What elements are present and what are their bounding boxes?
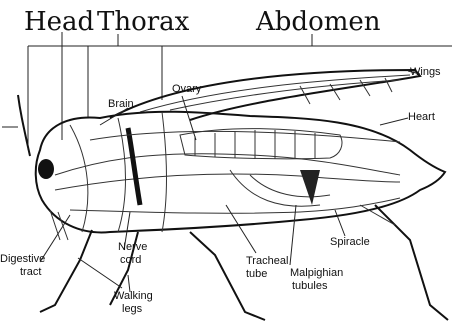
head-heading: Head <box>24 7 94 37</box>
tracheal-label-line2: tube <box>246 268 267 280</box>
heart-vessel <box>90 131 400 142</box>
digestive-tract-shape <box>55 154 400 175</box>
ovary-shape <box>180 129 342 159</box>
abdomen-heading: Abdomen <box>255 7 381 37</box>
nerve-label-line1: Nerve <box>118 241 147 253</box>
walking-label-line1: Walking <box>114 290 153 302</box>
digestive-label-line2: tract <box>20 266 41 278</box>
nerve-cord-shape <box>70 198 400 213</box>
wings-label: Wings <box>410 66 441 78</box>
internal-organs <box>55 128 400 213</box>
tracheal-label-line1: Tracheal <box>246 255 288 267</box>
ovary-label: Ovary <box>172 83 202 95</box>
gut-tube <box>128 128 140 205</box>
thorax-heading: Thorax <box>97 7 190 37</box>
nerve-label-line2: cord <box>120 254 141 266</box>
brain-label: Brain <box>108 98 134 110</box>
hindgut-dark <box>300 170 320 205</box>
digestive-label-line1: Digestive <box>0 253 45 265</box>
walking-label-line2: legs <box>122 303 143 315</box>
legs-shape <box>40 205 448 320</box>
heart-label: Heart <box>408 111 435 123</box>
spiracle-label: Spiracle <box>330 236 370 248</box>
malpighian-label-line2: tubules <box>292 280 328 292</box>
malpighian-label-line1: Malpighian <box>290 267 343 279</box>
leader-lines <box>40 71 420 292</box>
compound-eye <box>38 159 54 179</box>
